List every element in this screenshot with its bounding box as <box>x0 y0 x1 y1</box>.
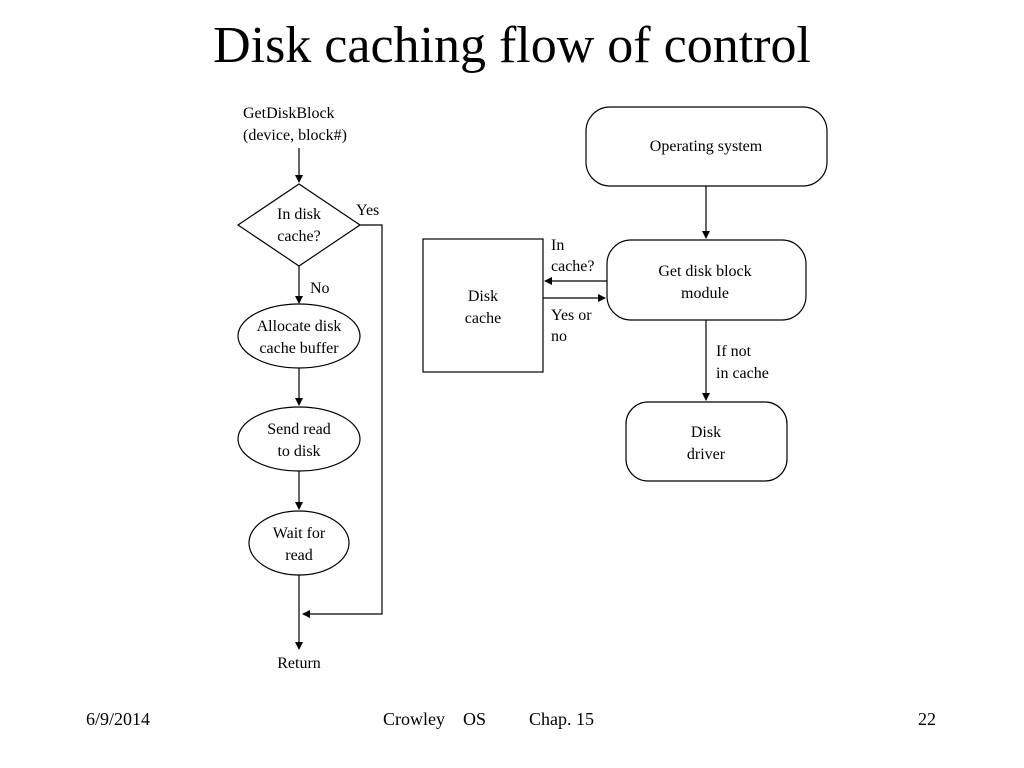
wait-read-ellipse <box>248 510 350 576</box>
decision-label-line2: cache? <box>277 228 321 245</box>
footer-chapter: Chap. 15 <box>529 709 594 729</box>
footer-page-number: 22 <box>918 709 936 729</box>
send-label-line1: Send read <box>267 421 331 438</box>
disk-cache-box <box>422 238 544 373</box>
allocate-label-line1: Allocate disk <box>257 318 342 335</box>
start-label-line1: GetDiskBlock <box>243 105 335 122</box>
decision-label-line1: In disk <box>277 206 321 223</box>
module-label-line2: module <box>681 285 729 302</box>
query-label-line1: In <box>551 237 564 254</box>
miss-label-line2: in cache <box>716 365 769 382</box>
return-label: Return <box>277 655 321 672</box>
yes-path <box>302 224 383 618</box>
footer-center: Crowley OS Chap. 15 <box>383 707 594 731</box>
yes-label: Yes <box>356 202 379 219</box>
miss-label-line1: If not <box>716 343 752 360</box>
driver-label-line2: driver <box>687 446 726 463</box>
allocate-label-line2: cache buffer <box>259 340 339 357</box>
os-label: Operating system <box>650 138 763 155</box>
architecture: Operating system Get disk block module D… <box>422 106 828 482</box>
decision-diamond <box>236 183 362 267</box>
disk-cache-label-line1: Disk <box>468 288 498 305</box>
send-read-ellipse <box>237 406 361 472</box>
reply-label-line2: no <box>551 328 567 345</box>
wait-label-line2: read <box>285 547 313 564</box>
query-label-line2: cache? <box>551 258 595 275</box>
footer-date: 6/9/2014 <box>86 709 151 729</box>
disk-driver-box <box>625 401 788 482</box>
send-label-line2: to disk <box>277 443 320 460</box>
slide-title: Disk caching flow of control <box>213 17 811 74</box>
start-label-line2: (device, block#) <box>243 127 347 144</box>
wait-label-line1: Wait for <box>273 525 326 542</box>
footer-author: Crowley <box>383 709 445 729</box>
reply-label-line1: Yes or <box>551 307 592 324</box>
footer-course: OS <box>463 709 487 729</box>
module-label-line1: Get disk block <box>658 263 751 280</box>
driver-label-line1: Disk <box>691 424 721 441</box>
no-label: No <box>310 280 330 297</box>
flowchart: GetDiskBlock (device, block#) In disk ca… <box>236 105 383 672</box>
module-box <box>606 239 807 321</box>
allocate-buffer-ellipse <box>237 303 361 369</box>
disk-cache-label-line2: cache <box>465 310 501 327</box>
